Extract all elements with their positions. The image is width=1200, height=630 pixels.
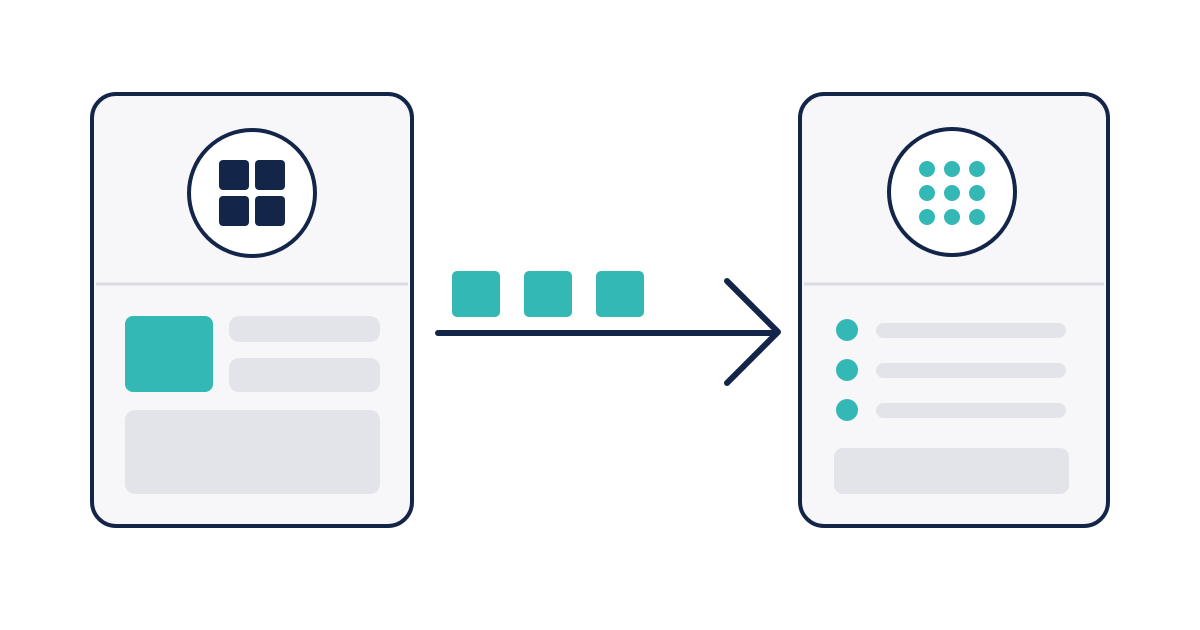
nine-dot-grid-icon bbox=[919, 161, 985, 225]
right-card bbox=[798, 92, 1110, 528]
left-text-line bbox=[229, 316, 380, 342]
arrow-right-icon bbox=[435, 278, 781, 386]
list-bullet bbox=[836, 399, 858, 421]
left-icon-circle bbox=[187, 128, 317, 258]
four-square-grid-icon bbox=[219, 160, 285, 226]
list-line bbox=[876, 323, 1066, 338]
list-bullet bbox=[836, 359, 858, 381]
left-content-block bbox=[125, 410, 380, 494]
list-item bbox=[836, 319, 1066, 341]
list-line bbox=[876, 363, 1066, 378]
list-bullet bbox=[836, 319, 858, 341]
transfer-block bbox=[452, 271, 500, 317]
right-content-block bbox=[834, 448, 1069, 494]
transfer-block bbox=[596, 271, 644, 317]
list-line bbox=[876, 403, 1066, 418]
list-item bbox=[836, 359, 1066, 381]
list-item bbox=[836, 399, 1066, 421]
left-card bbox=[90, 92, 414, 528]
transfer-blocks bbox=[452, 271, 644, 317]
left-thumbnail bbox=[125, 316, 213, 392]
transfer-block bbox=[524, 271, 572, 317]
left-text-line bbox=[229, 358, 380, 392]
